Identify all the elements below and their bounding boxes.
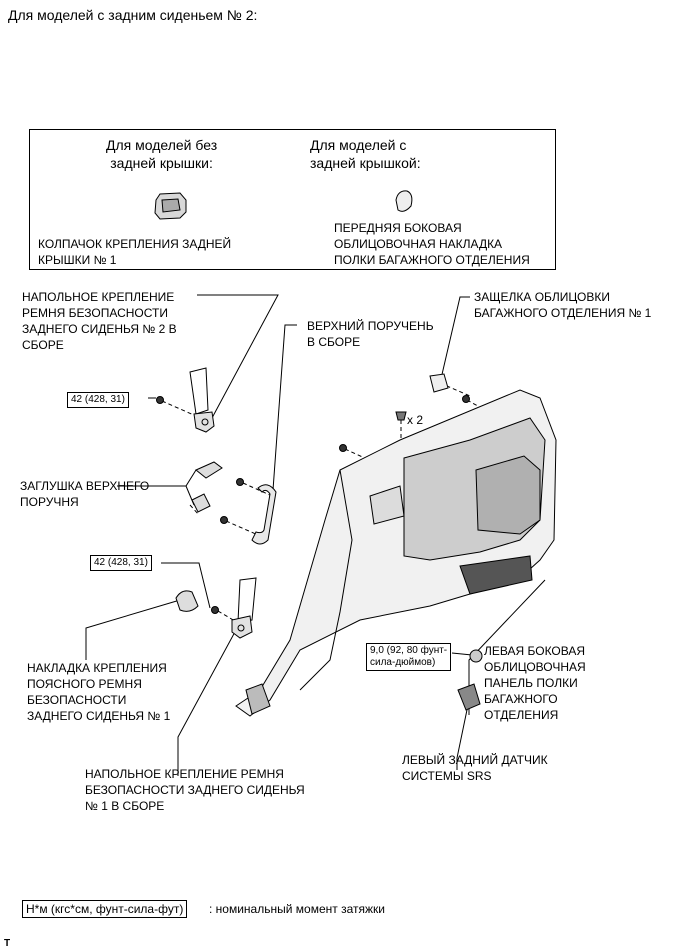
left-side-trim-panel-part (235, 389, 557, 717)
page-header: Для моделей с задним сиденьем № 2: (8, 7, 258, 23)
label-srs-sensor: ЛЕВЫЙ ЗАДНИЙ ДАТЧИК СИСТЕМЫ SRS (402, 753, 548, 783)
label-left-panel: ЛЕВАЯ БОКОВАЯ ОБЛИЦОВОЧНАЯ ПАНЕЛЬ ПОЛКИ … (484, 644, 586, 722)
torque-box-2: 42 (428, 31) (90, 555, 152, 571)
front-trim-cover-icon (395, 190, 413, 212)
floor-anchor-2-part (189, 367, 215, 433)
label-floor-anchor-1: НАПОЛЬНОЕ КРЕПЛЕНИЕ РЕМНЯ БЕЗОПАСНОСТИ З… (85, 767, 305, 813)
inset-box (29, 129, 556, 270)
srs-sensor-part (457, 683, 481, 711)
label-qty: x 2 (407, 413, 424, 427)
lap-belt-cover-part (175, 590, 199, 612)
legend-torque-unit: Н*м (кгс*см, фунт-сила-фут) (22, 900, 188, 918)
floor-anchor-1-part (231, 577, 257, 639)
torque-box-3: 9,0 (92, 80 фунт- сила-дюймов) (366, 643, 452, 671)
srs-nut-part (469, 649, 483, 663)
inset-left-label: КОЛПАЧОК КРЕПЛЕНИЯ ЗАДНЕЙ КРЫШКИ № 1 (38, 237, 232, 267)
legend-text: : номинальный момент затяжки (209, 902, 385, 916)
qty-bolt-icon (395, 411, 407, 421)
footer-mark: T (4, 938, 11, 949)
label-floor-anchor-2: НАПОЛЬНОЕ КРЕПЛЕНИЕ РЕМНЯ БЕЗОПАСНОСТИ З… (22, 290, 177, 352)
label-upper-handle: ВЕРХНИЙ ПОРУЧЕНЬ В СБОРЕ (307, 319, 434, 349)
trim-clip-part (429, 373, 449, 393)
handle-plug-part (191, 461, 223, 513)
inset-left-title: Для моделей без задней крышки: (106, 137, 218, 171)
torque-box-1: 42 (428, 31) (67, 392, 129, 408)
rear-cover-cap-icon (154, 192, 187, 220)
label-lap-belt-cover: НАКЛАДКА КРЕПЛЕНИЯ ПОЯСНОГО РЕМНЯ БЕЗОПА… (27, 661, 171, 723)
label-handle-plug: ЗАГЛУШКА ВЕРХНЕГО ПОРУЧНЯ (20, 479, 150, 509)
upper-handle-part (251, 484, 277, 545)
inset-right-title: Для моделей с задней крышкой: (310, 137, 421, 171)
inset-right-label: ПЕРЕДНЯЯ БОКОВАЯ ОБЛИЦОВОЧНАЯ НАКЛАДКА П… (334, 221, 530, 267)
label-trim-clip: ЗАЩЕЛКА ОБЛИЦОВКИ БАГАЖНОГО ОТДЕЛЕНИЯ № … (474, 290, 652, 320)
